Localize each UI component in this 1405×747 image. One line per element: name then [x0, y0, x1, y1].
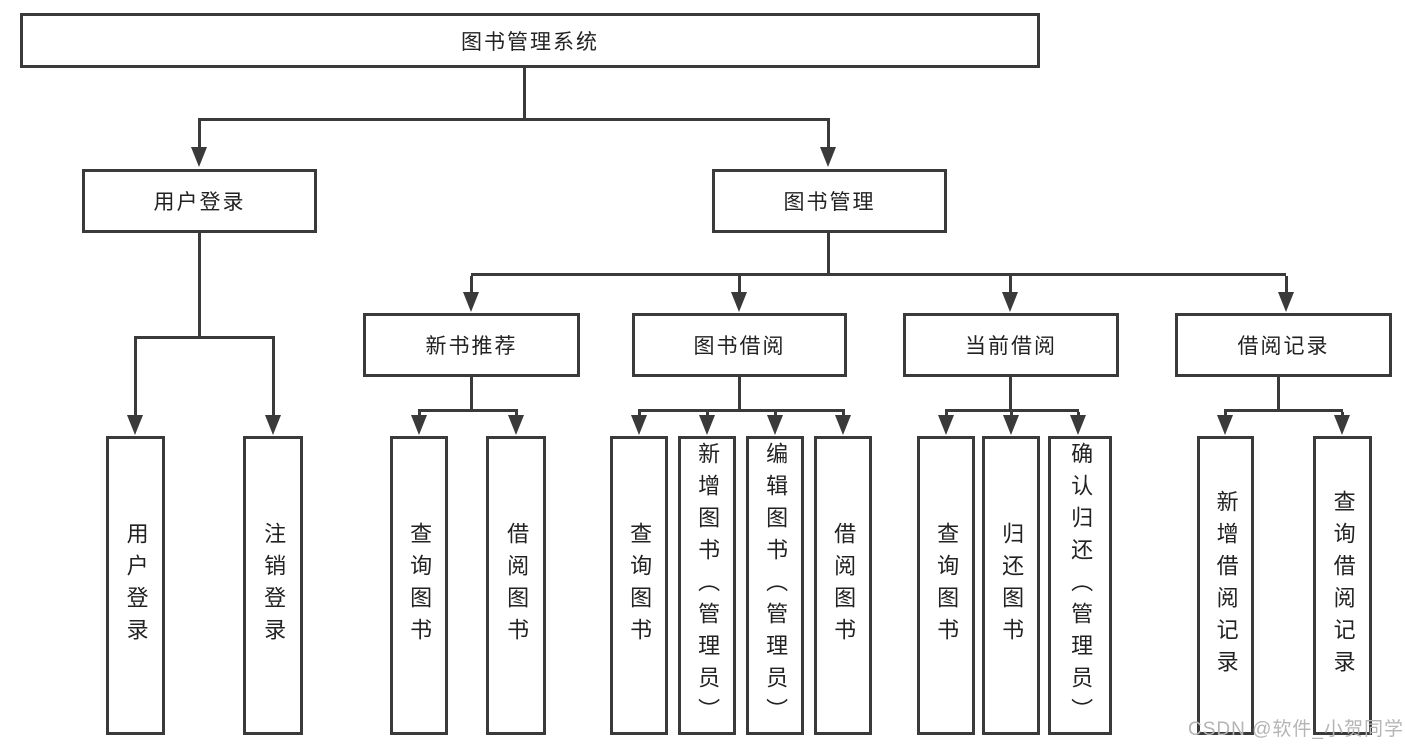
- arrow-leaf: [938, 415, 954, 435]
- connector-level1-bar: [198, 118, 830, 121]
- arrow-to-book-mgmt: [820, 147, 836, 167]
- connector-borrow-records-bar: [1224, 409, 1343, 412]
- connector-borrow-records-drop: [1285, 276, 1288, 294]
- arrow-to-user-login: [191, 147, 207, 167]
- connector-new-book-stem: [470, 377, 473, 412]
- connector-user-login-drop: [198, 121, 201, 149]
- arrow-leaf: [835, 415, 851, 435]
- leaf-rec-query-book: 查询图书: [390, 436, 448, 735]
- leaf-cb-confirm-return-admin: 确认归还（管理员）: [1048, 436, 1112, 735]
- arrow-to-new-book-rec: [463, 292, 479, 312]
- node-current-borrowing: 当前借阅: [903, 313, 1119, 377]
- node-book-borrowing: 图书借阅: [632, 313, 847, 377]
- connector-current-borrow-stem: [1009, 377, 1012, 412]
- node-book-management: 图书管理: [712, 169, 947, 233]
- node-library-management-system: 图书管理系统: [20, 13, 1040, 68]
- leaf-logout: 注销登录: [243, 436, 303, 735]
- connector-current-borrow-bar: [945, 409, 1079, 412]
- arrow-to-current-borrow: [1002, 292, 1018, 312]
- leaf-cb-return-book: 归还图书: [982, 436, 1040, 735]
- arrow-leaf: [1217, 415, 1233, 435]
- arrow-to-borrow-records: [1278, 292, 1294, 312]
- arrow-leaf: [508, 415, 524, 435]
- connector-book-borrow-bar: [638, 409, 845, 412]
- leaf-br-query-record: 查询借阅记录: [1313, 436, 1372, 735]
- arrow-leaf: [1003, 415, 1019, 435]
- arrow-leaf: [699, 415, 715, 435]
- leaf-bb-edit-book-admin: 编辑图书（管理员）: [746, 436, 804, 735]
- connector-leaf-login-drop: [134, 339, 137, 416]
- connector-user-login-stem: [198, 233, 201, 339]
- arrow-leaf: [411, 415, 427, 435]
- leaf-bb-query-book: 查询图书: [610, 436, 668, 735]
- node-new-book-recommend: 新书推荐: [363, 313, 580, 377]
- leaf-user-login: 用户登录: [106, 436, 165, 735]
- leaf-bb-add-book-admin: 新增图书（管理员）: [678, 436, 736, 735]
- connector-new-book-bar: [418, 409, 518, 412]
- connector-leaf-logout-drop: [272, 339, 275, 416]
- leaf-rec-borrow-book: 借阅图书: [486, 436, 546, 735]
- leaf-br-add-record: 新增借阅记录: [1197, 436, 1254, 735]
- arrow-to-leaf-login: [127, 415, 143, 435]
- arrow-leaf: [1334, 415, 1350, 435]
- csdn-watermark: CSDN @软件_小贺同学: [1188, 719, 1404, 740]
- connector-book-mgmt-stem: [827, 233, 830, 276]
- connector-level2-bar: [471, 273, 1286, 276]
- connector-book-mgmt-drop: [827, 121, 830, 149]
- leaf-cb-query-book: 查询图书: [917, 436, 975, 735]
- node-borrowing-records: 借阅记录: [1175, 313, 1392, 377]
- arrow-leaf: [767, 415, 783, 435]
- leaf-bb-borrow-book: 借阅图书: [814, 436, 872, 735]
- arrow-leaf: [631, 415, 647, 435]
- connector-book-borrow-drop: [738, 276, 741, 294]
- node-user-login: 用户登录: [82, 169, 317, 233]
- connector-new-book-drop: [470, 276, 473, 294]
- connector-current-borrow-drop: [1009, 276, 1012, 294]
- connector-root-stem: [523, 68, 526, 121]
- arrow-leaf: [1070, 415, 1086, 435]
- arrow-to-leaf-logout: [265, 415, 281, 435]
- connector-user-login-bar: [134, 336, 275, 339]
- arrow-to-book-borrow: [731, 292, 747, 312]
- connector-borrow-records-stem: [1277, 377, 1280, 412]
- connector-book-borrow-stem: [738, 377, 741, 412]
